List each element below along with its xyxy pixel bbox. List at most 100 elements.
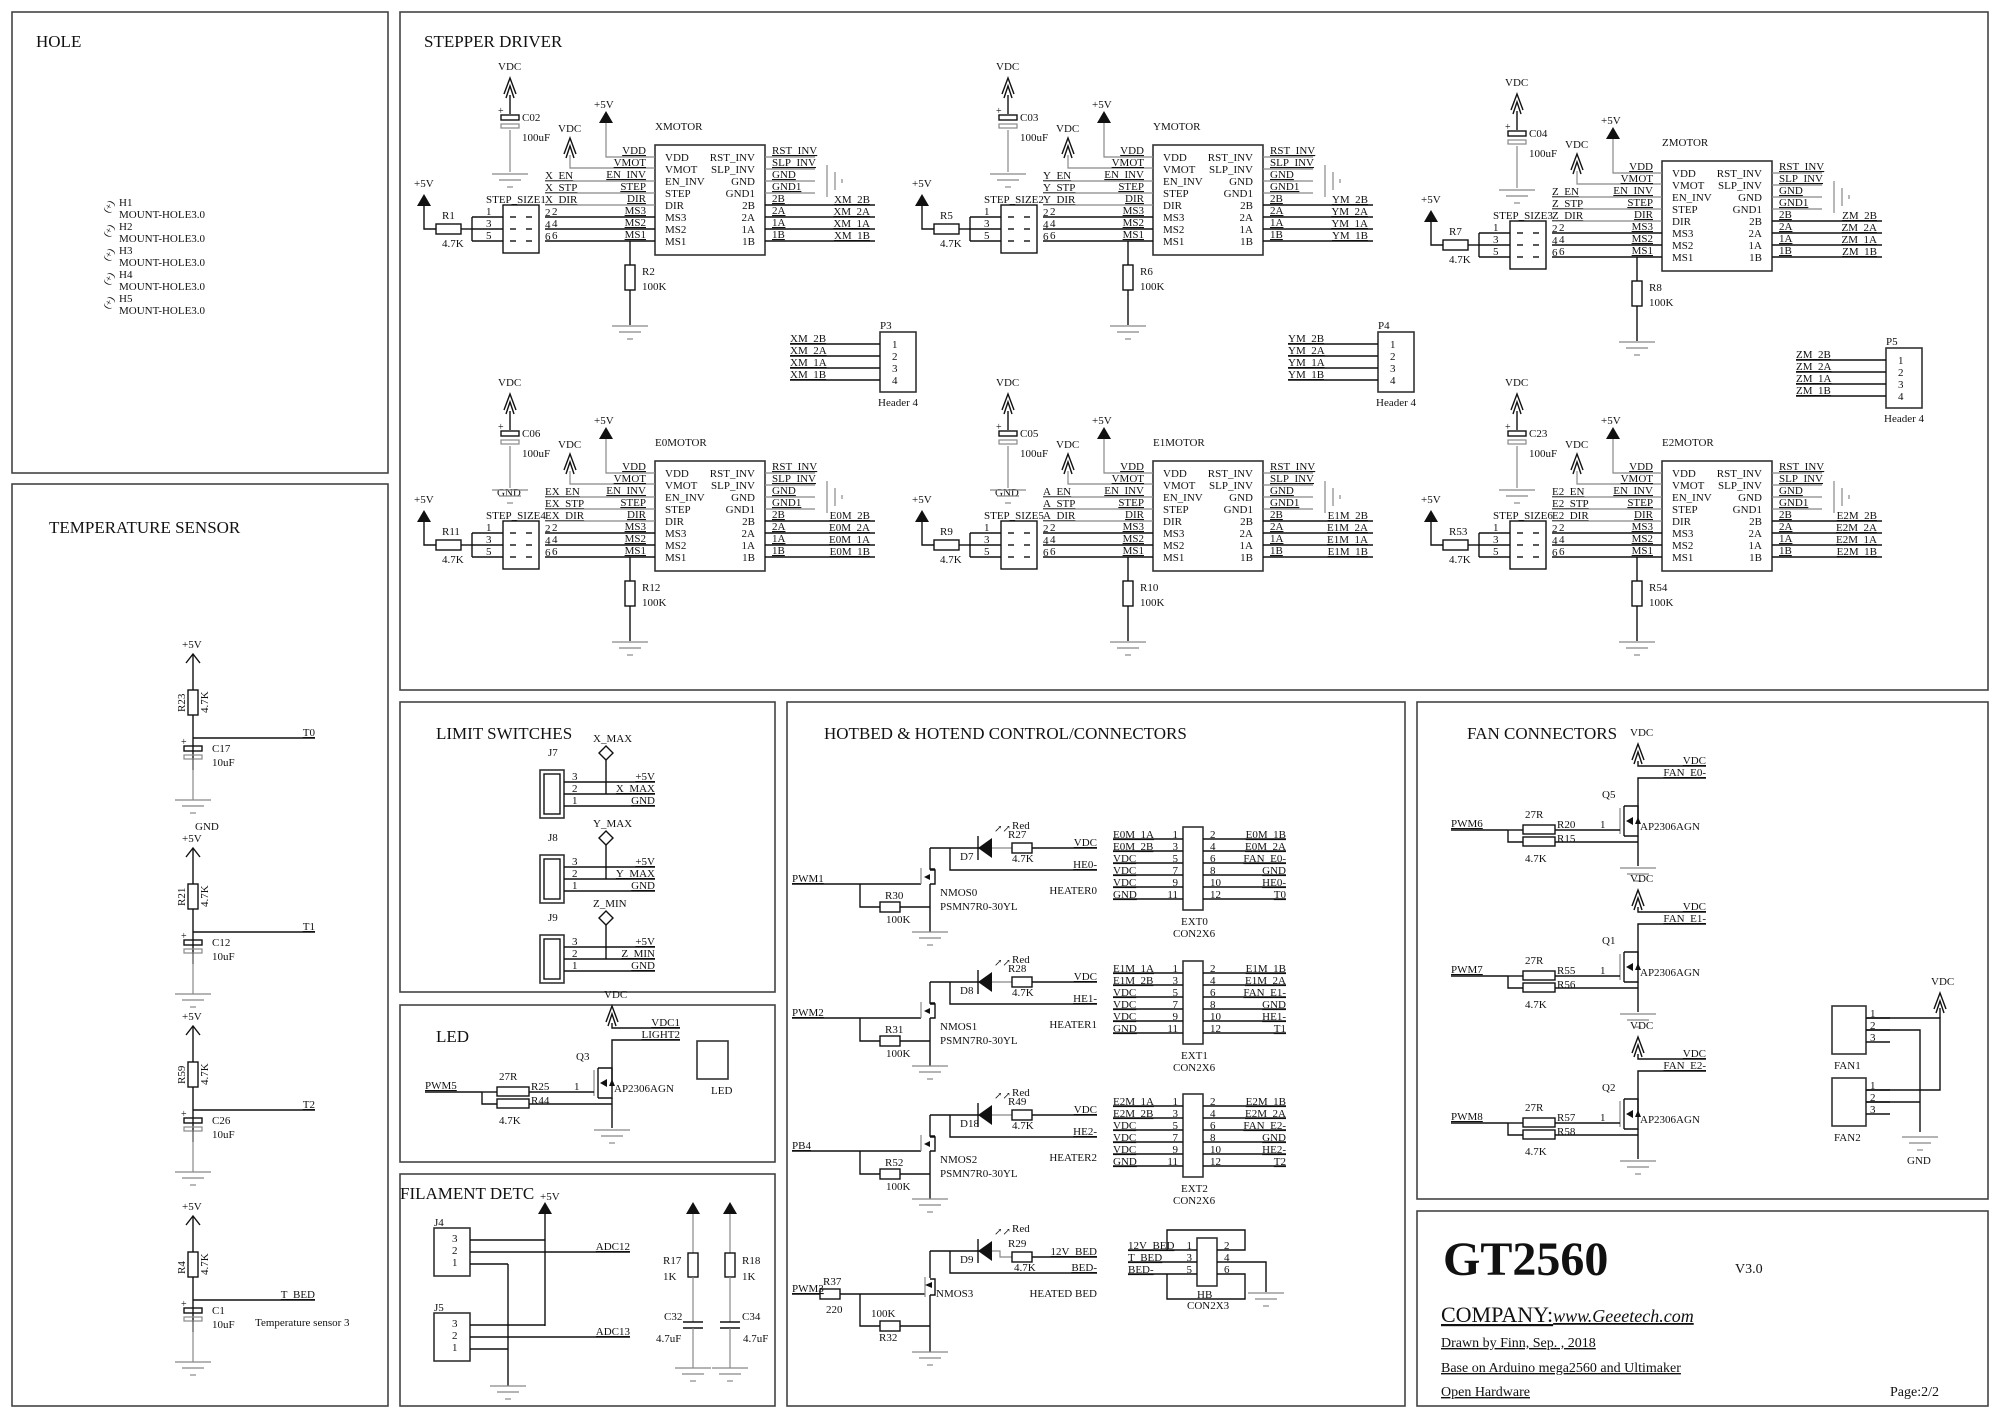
frame-fan — [1416, 701, 1989, 1200]
net-label: T_BED — [281, 1289, 315, 1301]
pin-number: 5 — [1493, 246, 1499, 258]
chip-pin-label: 1B — [1240, 552, 1253, 564]
wire — [605, 439, 655, 474]
section-title-hotbed: HOTBED & HOTEND CONTROL/CONNECTORS — [824, 724, 1187, 743]
capacitor-C23: + — [1505, 422, 1527, 445]
pin-number: 4 — [892, 375, 898, 387]
pin-number: 3 — [1390, 363, 1396, 375]
cap-value: 10uF — [212, 951, 235, 963]
chip-pin-label: MS2 — [1672, 240, 1693, 252]
net-label: +5V — [635, 771, 655, 783]
pin-net-label: VDD — [622, 461, 646, 473]
chip-pin-label: DIR — [1672, 516, 1692, 528]
vdc-label: VDC — [1056, 439, 1079, 451]
jumper-STEP_SIZE2 — [1000, 204, 1038, 254]
capacitor-C02: + — [498, 106, 520, 129]
pin-net-label: STEP — [620, 497, 646, 509]
chip-pin-label: DIR — [1672, 216, 1692, 228]
led-ref: D9 — [960, 1254, 974, 1266]
net-label: EX_DIR — [545, 510, 585, 522]
company-url[interactable]: www.Geeetech.com — [1553, 1306, 1694, 1326]
signal-label: X_MAX — [593, 733, 632, 745]
header-type: Header 4 — [1884, 413, 1925, 425]
connector-ref: J4 — [434, 1217, 444, 1229]
chip-ref: ZMOTOR — [1662, 137, 1709, 149]
chip-ref: E0MOTOR — [655, 437, 707, 449]
conn-net-label: E2M_2B — [1113, 1108, 1153, 1120]
ground-icon — [1620, 1013, 1656, 1028]
chip-pin-label: STEP — [1163, 504, 1189, 516]
resistor-value: 27R — [1525, 1102, 1544, 1114]
p5v-label: +5V — [182, 833, 202, 845]
vdc-arrow-icon — [1510, 392, 1524, 415]
resistor-ref: R44 — [531, 1095, 550, 1107]
pin-number: 2 — [1224, 1240, 1230, 1252]
connector-HB — [1196, 1237, 1218, 1287]
net-label: Y_MAX — [616, 868, 655, 880]
chip-pin-label: MS1 — [665, 552, 686, 564]
pin-number: 9 — [1173, 1144, 1179, 1156]
conn-net-label: E1M_1B — [1246, 963, 1286, 975]
wire — [1063, 143, 1073, 159]
ground-icon — [1324, 481, 1341, 513]
section-title-filament: FILAMENT DETC — [400, 1184, 534, 1203]
chip-pin-label: MS3 — [665, 212, 687, 224]
pin-number: 1 — [1493, 522, 1499, 534]
pin-number: 3 — [452, 1233, 458, 1245]
fan-driver-0: VDCVDCFAN_E0-Q5AP2306AGN1R20R1527R4.7KPW… — [1451, 727, 1706, 882]
net-label: T2 — [303, 1099, 315, 1111]
vdc-arrow-icon — [605, 1004, 619, 1027]
pin-number: 6 — [1559, 546, 1565, 558]
chip-pin-label: MS1 — [1163, 552, 1184, 564]
cap-plate — [1507, 430, 1527, 437]
section-title-stepper: STEPPER DRIVER — [424, 32, 563, 51]
cap-plate — [998, 114, 1018, 121]
resistor-ref: R1 — [442, 210, 455, 222]
conn-net-label: E2M_2A — [1245, 1108, 1286, 1120]
ground-icon — [1324, 165, 1341, 197]
wire — [1067, 471, 1153, 485]
connector-inner — [543, 773, 561, 815]
pin-net-label: STEP — [1627, 197, 1653, 209]
pin-number: 6 — [545, 547, 551, 559]
connector-label: LED — [711, 1085, 732, 1097]
pin-net-label: 1B — [1779, 545, 1792, 557]
wire — [598, 1067, 613, 1099]
pin-number: 3 — [1493, 234, 1499, 246]
wire — [1576, 171, 1662, 185]
resistor-R29 — [1011, 1251, 1033, 1263]
pin-net-label: VDD — [1120, 145, 1144, 157]
cap-plate — [183, 745, 203, 752]
pin-number: 2 — [572, 783, 578, 795]
wire — [503, 392, 517, 411]
pin-net-label: 1A — [1779, 233, 1793, 245]
ground-icon — [1110, 325, 1146, 340]
chip-pin-label: SLP_INV — [1718, 480, 1762, 492]
chip-pin-label: GND — [731, 176, 755, 188]
net-label: VDC — [1683, 901, 1706, 913]
conn-net-label: BED- — [1128, 1264, 1154, 1276]
pin-number: 2 — [1210, 829, 1216, 841]
net-label: A_EN — [1043, 486, 1071, 498]
stepper-driver-ymotor: VDC+C03100uF+5VR54.7KSTEP_SIZE2135246Y_E… — [912, 61, 1417, 409]
pin-net-label: VMOT — [1112, 157, 1145, 169]
resistor-ref: R53 — [1449, 526, 1468, 538]
chip-pin-label: STEP — [665, 504, 691, 516]
led-icon-D7 — [978, 838, 992, 858]
pin-number: 1 — [1870, 1080, 1876, 1092]
pin-net-label: 2B — [1270, 193, 1283, 205]
chip-ref: E2MOTOR — [1662, 437, 1714, 449]
chip-pin-label: MS3 — [1672, 528, 1694, 540]
resistor-R49 — [1011, 1109, 1033, 1121]
output-net-label: E2M_2B — [1837, 510, 1877, 522]
cap-value: 10uF — [212, 1129, 235, 1141]
mount-hole-icon: (+) — [102, 247, 118, 263]
output-net-label: XM_2A — [833, 206, 870, 218]
wire — [1512, 399, 1522, 415]
cap-ref: C03 — [1020, 112, 1039, 124]
frame-temperature — [11, 483, 389, 1407]
vdc-arrow-icon — [563, 452, 577, 475]
resistor — [1522, 970, 1556, 981]
